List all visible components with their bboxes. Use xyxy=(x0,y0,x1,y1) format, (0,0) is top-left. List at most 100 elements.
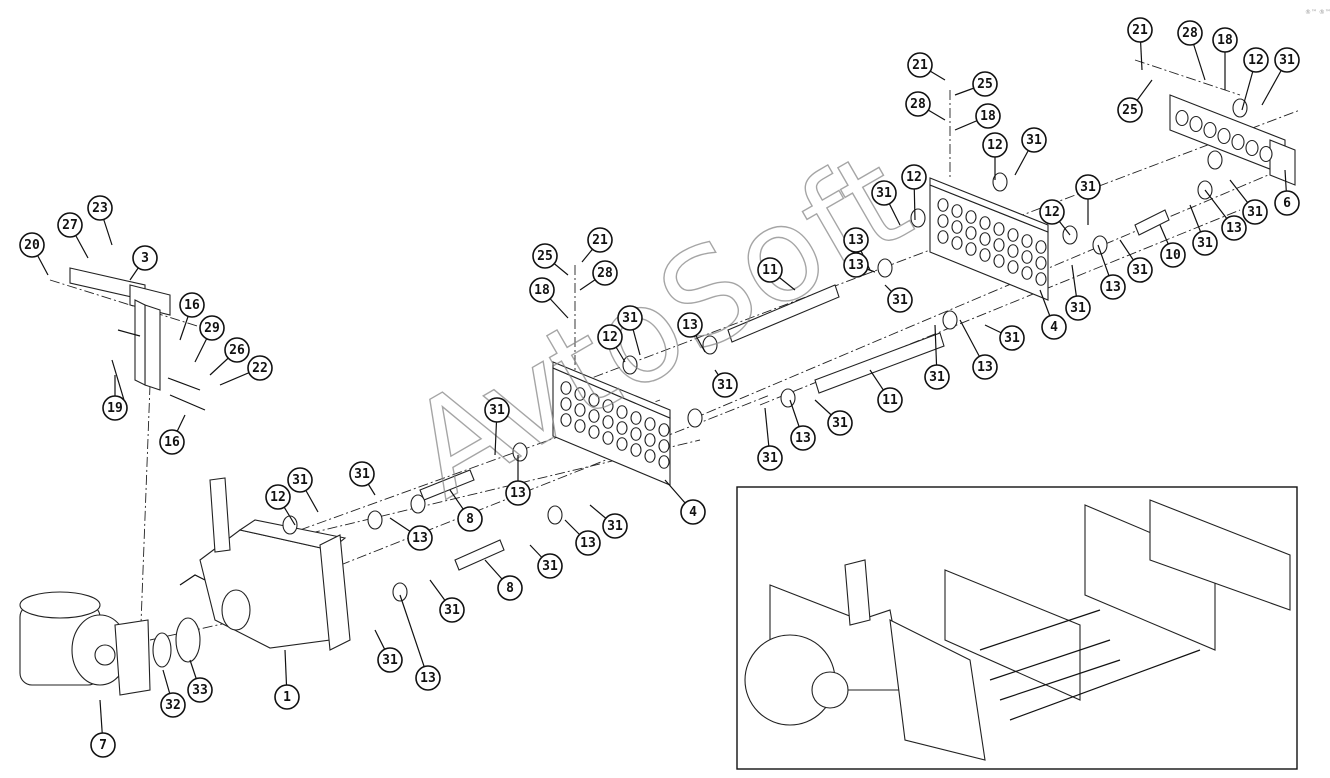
hole xyxy=(1021,234,1033,248)
callout-31: 31 xyxy=(1127,257,1153,283)
callout-31: 31 xyxy=(617,305,643,331)
callout-18: 18 xyxy=(1212,27,1238,53)
plate-part-4-right xyxy=(929,177,1049,301)
hole xyxy=(616,405,628,419)
hole xyxy=(630,411,642,425)
callout-label: 31 xyxy=(622,311,638,326)
bushing xyxy=(392,582,408,602)
callout-label: 12 xyxy=(602,330,618,345)
callout-label: 31 xyxy=(717,378,733,393)
hole xyxy=(951,204,963,218)
callout-label: 31 xyxy=(1080,180,1096,195)
callout-label: 16 xyxy=(184,298,200,313)
hole xyxy=(1007,260,1019,274)
callout-12: 12 xyxy=(982,132,1008,158)
hole xyxy=(630,443,642,457)
hole xyxy=(993,254,1005,268)
callout-12: 12 xyxy=(597,324,623,350)
bushing xyxy=(780,388,796,408)
callout-20: 20 xyxy=(19,232,45,258)
callout-label: 29 xyxy=(204,321,220,336)
hole xyxy=(560,397,572,411)
callout-29: 29 xyxy=(199,315,225,341)
callout-13: 13 xyxy=(972,354,998,380)
callout-label: 16 xyxy=(164,435,180,450)
hole xyxy=(588,425,600,439)
bracket-part-3 xyxy=(69,267,206,411)
hole xyxy=(602,399,614,413)
callout-label: 7 xyxy=(99,738,107,753)
hole xyxy=(1007,228,1019,242)
hole xyxy=(602,415,614,429)
callout-31: 31 xyxy=(484,397,510,423)
callout-21: 21 xyxy=(587,227,613,253)
hole xyxy=(574,403,586,417)
callout-label: 13 xyxy=(1226,221,1242,236)
bushing xyxy=(992,172,1008,192)
callout-label: 20 xyxy=(24,238,40,253)
callout-19: 19 xyxy=(102,395,128,421)
hole xyxy=(644,417,656,431)
callout-label: 31 xyxy=(876,186,892,201)
callout-25: 25 xyxy=(532,243,558,269)
callout-27: 27 xyxy=(57,212,83,238)
callout-label: 19 xyxy=(107,401,123,416)
bushing xyxy=(410,494,426,514)
callout-25: 25 xyxy=(972,71,998,97)
callout-31: 31 xyxy=(602,513,628,539)
callout-label: 8 xyxy=(506,581,514,596)
callout-label: 31 xyxy=(929,370,945,385)
callout-label: 32 xyxy=(165,698,181,713)
callout-33: 33 xyxy=(187,677,213,703)
callout-label: 31 xyxy=(607,519,623,534)
hole xyxy=(602,431,614,445)
callout-18: 18 xyxy=(975,103,1001,129)
callout-label: 31 xyxy=(542,559,558,574)
callout-label: 31 xyxy=(1197,236,1213,251)
callout-28: 28 xyxy=(905,91,931,117)
callout-13: 13 xyxy=(407,525,433,551)
callout-label: 13 xyxy=(1105,280,1121,295)
callout-31: 31 xyxy=(827,410,853,436)
hole xyxy=(574,419,586,433)
callout-31: 31 xyxy=(287,467,313,493)
hole xyxy=(588,393,600,407)
bushing xyxy=(702,335,718,355)
bushing xyxy=(1207,150,1223,170)
callout-label: 31 xyxy=(762,451,778,466)
callout-31: 31 xyxy=(757,445,783,471)
leader-c-13e xyxy=(399,594,429,679)
gaskets xyxy=(152,617,201,668)
hole xyxy=(644,449,656,463)
hole xyxy=(658,455,670,469)
callout-8: 8 xyxy=(457,506,483,532)
hole xyxy=(993,238,1005,252)
callout-10: 10 xyxy=(1160,242,1186,268)
hole xyxy=(937,214,949,228)
callout-12: 12 xyxy=(1243,47,1269,73)
callout-label: 31 xyxy=(382,653,398,668)
callout-25: 25 xyxy=(1117,97,1143,123)
callout-31: 31 xyxy=(537,553,563,579)
plate-part-4-middle xyxy=(552,361,671,486)
bushing xyxy=(547,505,563,525)
bushing xyxy=(367,510,383,530)
callout-12: 12 xyxy=(1039,199,1065,225)
hole xyxy=(630,427,642,441)
callout-31: 31 xyxy=(999,325,1025,351)
callout-label: 13 xyxy=(510,486,526,501)
callout-label: 31 xyxy=(444,603,460,618)
callout-13: 13 xyxy=(415,665,441,691)
hole xyxy=(937,230,949,244)
callout-32: 32 xyxy=(160,692,186,718)
callout-label: 31 xyxy=(892,293,908,308)
callout-label: 12 xyxy=(1044,205,1060,220)
callout-31: 31 xyxy=(887,287,913,313)
callout-13: 13 xyxy=(790,425,816,451)
callout-31: 31 xyxy=(924,364,950,390)
callout-label: 28 xyxy=(597,266,613,281)
hole xyxy=(1035,272,1047,286)
hole xyxy=(1035,240,1047,254)
callout-31: 31 xyxy=(439,597,465,623)
